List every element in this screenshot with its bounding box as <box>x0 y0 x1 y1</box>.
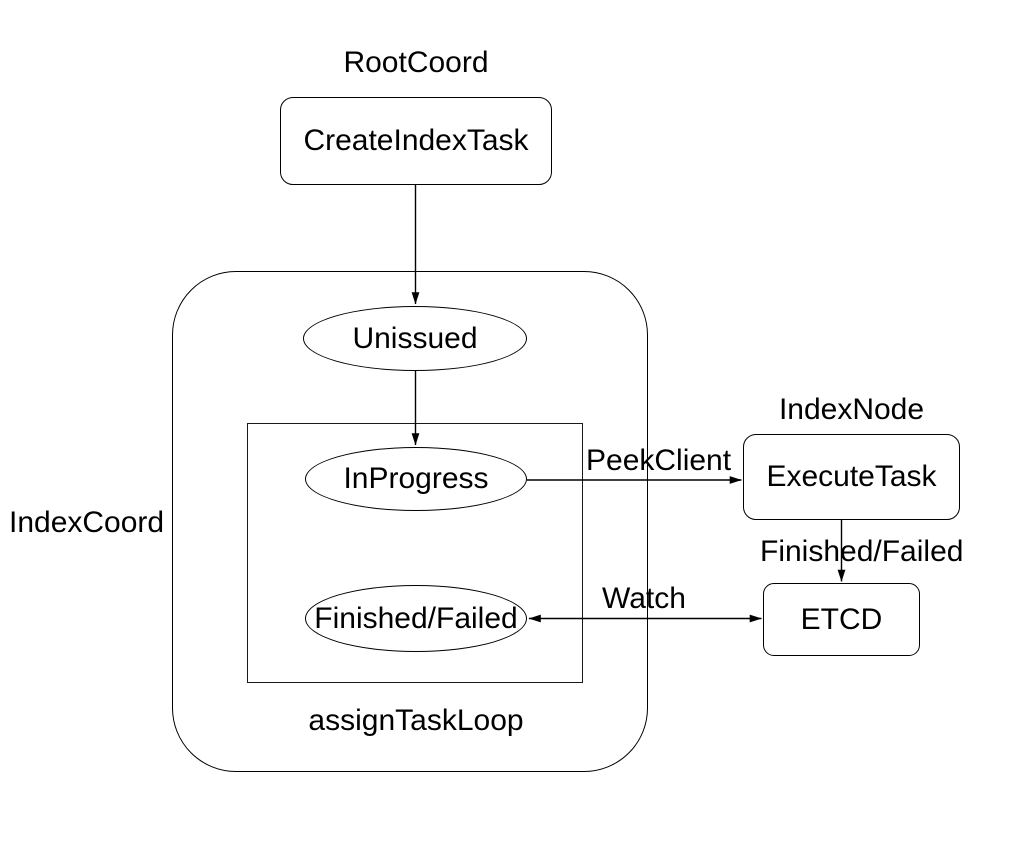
peek-client-edge-label: PeekClient <box>586 444 732 477</box>
root-coord-label: RootCoord <box>343 46 489 79</box>
indexcoord-container <box>172 271 648 772</box>
etcd-node: ETCD <box>763 583 920 656</box>
index-coord-label: IndexCoord <box>9 506 165 539</box>
index-node-label: IndexNode <box>778 393 925 426</box>
finished-failed-state-node: Finished/Failed <box>305 585 527 652</box>
execute-task-node: ExecuteTask <box>743 434 960 520</box>
finished-failed-edge-label: Finished/Failed <box>760 535 964 568</box>
watch-edge-label: Watch <box>602 582 686 615</box>
assign-task-loop-label: assignTaskLoop <box>308 704 524 737</box>
unissued-state-node: Unissued <box>303 306 527 371</box>
in-progress-state-node: InProgress <box>305 447 527 511</box>
create-index-task-node: CreateIndexTask <box>280 97 552 185</box>
